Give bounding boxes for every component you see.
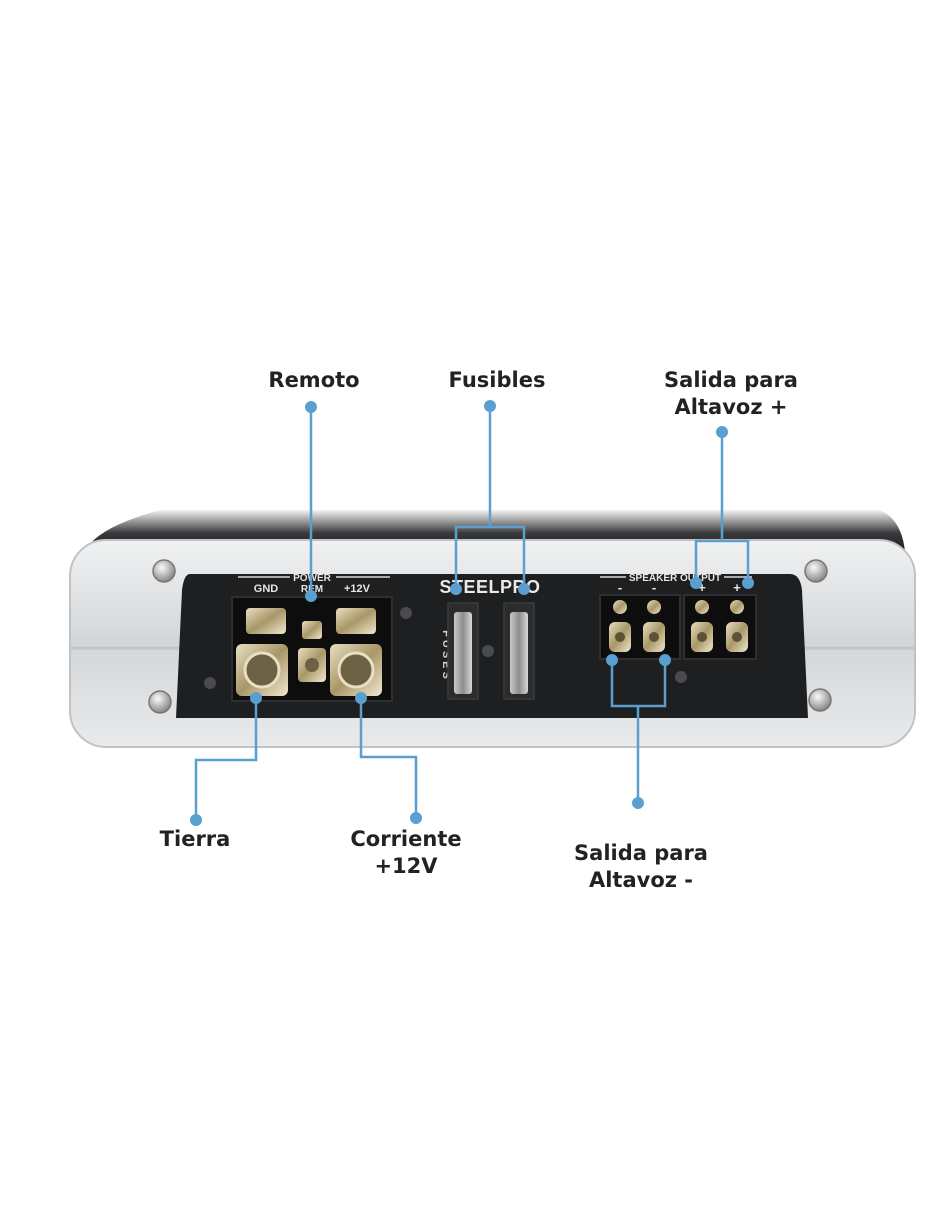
callout-label-salida-pos: Salida para Altavoz + [664,367,798,421]
gnd-terminal-hole [243,651,281,689]
speaker-terminal-label: + [733,580,741,595]
speaker-screw-icon [613,600,627,614]
callout-dot [632,797,644,809]
gnd-set-screw [246,608,286,634]
chassis-screw-icon [148,690,172,714]
chassis-screw-icon [808,688,832,712]
callout-text: Corriente [350,827,462,851]
callout-label-salida-neg: Salida para Altavoz - [574,840,708,894]
rem-terminal-hole [305,658,319,672]
callout-line-tierra [194,698,258,820]
speaker-terminal-hole [649,632,659,642]
speaker-terminal-hole [697,632,707,642]
panel-screw-icon [482,645,494,657]
callout-lines [194,406,750,820]
speaker-terminal-label: - [618,580,622,595]
panel-screw-icon [675,671,687,683]
v12-label: +12V [344,583,371,595]
panel-screw-icon [204,677,216,689]
callout-dot [742,577,754,589]
chassis-screw-icon [152,559,176,583]
callout-dot [355,692,367,704]
speaker-terminal-label: + [698,580,706,595]
callout-text: Altavoz - [588,868,694,892]
brand-logo: STEELPRO [439,577,540,597]
gnd-label: GND [254,583,279,595]
callout-line-corriente [359,698,418,818]
chassis-screw-icon [804,559,828,583]
callout-line-fusibles-bracket [454,525,526,589]
fuse-1 [454,612,472,694]
speaker-group-label: SPEAKER OUTPUT [629,573,721,584]
callout-dot [716,426,728,438]
callout-dot [410,812,422,824]
callout-dot [606,654,618,666]
v12-set-screw [336,608,376,634]
callout-label-fusibles: Fusibles [449,367,546,394]
callout-dot [305,401,317,413]
rem-set-screw [302,621,322,639]
speaker-terminal-hole [732,632,742,642]
callout-text: +12V [374,854,438,878]
callout-dot [250,692,262,704]
speaker-screw-icon [730,600,744,614]
callout-dot [305,590,317,602]
speaker-screw-icon [647,600,661,614]
callout-text: Tierra [159,827,231,851]
callout-label-remoto: Remoto [268,367,359,394]
callout-dot [690,577,702,589]
v12-terminal-hole [337,651,375,689]
callout-label-tierra: Tierra [160,826,231,853]
callout-dot [484,400,496,412]
power-group-label: POWER [293,573,332,584]
callout-dot [450,583,462,595]
callout-text: Salida para [574,841,708,865]
callout-line-salida-pos-bracket [694,539,750,583]
callout-dot [518,583,530,595]
callout-text: Salida para [664,368,798,392]
fuse-2 [510,612,528,694]
callout-text: Fusibles [448,368,546,392]
speaker-terminal-label: - [652,580,656,595]
speaker-screw-icon [695,600,709,614]
callout-text: Remoto [268,368,360,392]
callout-text: Altavoz + [674,395,788,419]
callout-dot [190,814,202,826]
speaker-terminal-hole [615,632,625,642]
callout-label-corriente: Corriente +12V [350,826,461,880]
callout-dot [659,654,671,666]
callout-dots [190,400,754,826]
panel-screw-icon [400,607,412,619]
